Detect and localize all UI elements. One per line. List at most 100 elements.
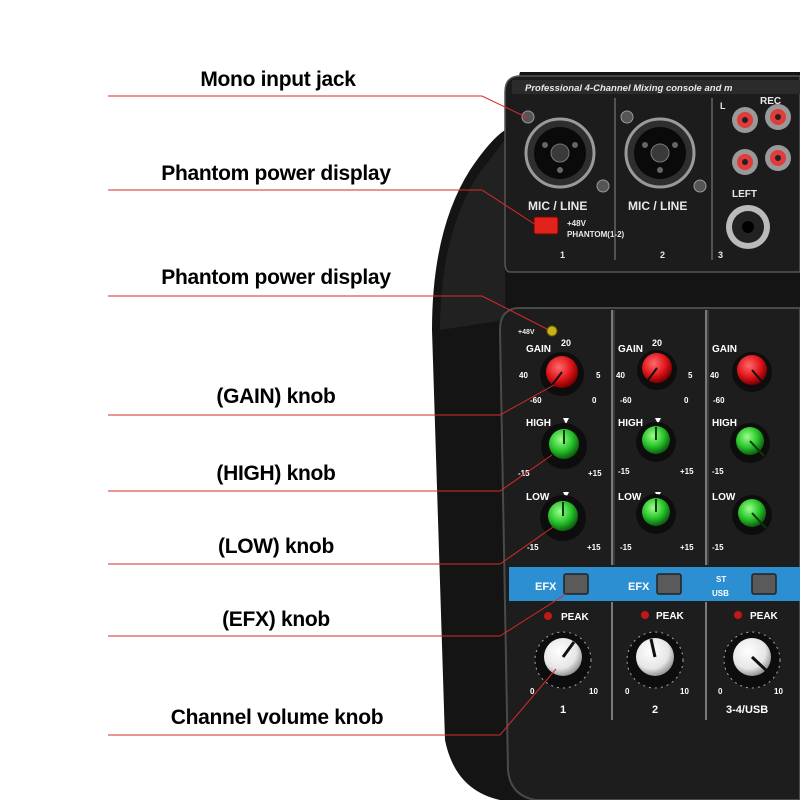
high-knob-2[interactable] [636,422,676,462]
gain-tick-left-3: 40 [710,371,719,380]
low-tick-left-1: -15 [527,543,539,552]
callout-line-7 [108,593,567,637]
low-tick-right-1: +15 [587,543,601,552]
channel-number-3: 3-4/USB [726,704,768,716]
phantom-switch[interactable] [533,216,559,235]
phantom-switch-label: +48V [567,219,587,228]
rec-label: REC [760,96,781,107]
volume-knob-3[interactable] [723,631,781,689]
st-label: ST [716,575,726,584]
xlr-jack-2[interactable] [624,117,696,189]
high-knob-3[interactable] [730,423,770,463]
high-label-2: HIGH [618,418,643,429]
high-tick-left-1: -15 [518,469,530,478]
callout-label-gain-knob: (GAIN) knob [216,385,336,408]
st-usb-button[interactable] [751,573,777,595]
low-label-3: LOW [712,492,736,503]
usb-label: USB [712,589,729,598]
jack-left-input[interactable] [726,205,770,249]
phantom-led-label: +48V [518,329,535,336]
callout-label-low-knob: (LOW) knob [218,535,334,558]
callout-line-2 [108,189,537,226]
channel-3-strip: GAIN 40 -60 HIGH -15 LOW -15 [710,344,772,552]
mic-line-label-1: MIC / LINE [528,199,587,213]
callout-label-phantom-power-led: Phantom power display [161,266,391,289]
vol-tick-right-2: 10 [680,687,689,696]
gain-tick-top-2: 20 [652,338,662,348]
xlr-jack-1[interactable] [524,117,596,189]
vol-tick-left-1: 0 [530,687,535,696]
low-label-1: LOW [526,492,550,503]
phantom-led [546,325,558,337]
high-tick-right-1: +15 [588,469,602,478]
rca-in-right[interactable] [765,145,791,171]
left-label: LEFT [732,189,757,200]
callout-line-1 [108,95,529,119]
gain-label-1: GAIN [526,344,551,355]
efx-button-2[interactable] [656,573,682,595]
input-number-3: 3 [718,250,723,260]
callout-line-6 [108,526,554,565]
phantom-switch-sub: PHANTOM(1-2) [567,230,625,239]
rca-rec-right[interactable] [765,104,791,130]
rca-rec-left[interactable] [732,107,758,133]
peak-led-1 [544,612,552,620]
gain-tick-left-2: 40 [616,371,625,380]
peak-led-3 [734,611,742,619]
high-label-1: HIGH [526,418,551,429]
low-tick-right-2: +15 [680,543,694,552]
gain-tick-bl-3: -60 [713,396,725,405]
rca-in-left[interactable] [732,149,758,175]
peak-label-3: PEAK [750,611,779,622]
channel-number-2: 2 [652,704,658,716]
callout-label-phantom-power-switch: Phantom power display [161,162,391,185]
peak-label-2: PEAK [656,611,685,622]
peak-led-2 [641,611,649,619]
volume-knob-1[interactable] [534,631,592,689]
callout-lines [108,95,567,736]
gain-knob-3[interactable] [732,352,772,392]
callout-line-8 [108,668,557,736]
callout-label-efx-knob: (EFX) knob [222,608,330,631]
vol-tick-left-3: 0 [718,687,723,696]
vol-tick-right-3: 10 [774,687,783,696]
gain-tick-br-1: 0 [592,396,597,405]
gain-tick-bl-2: -60 [620,396,632,405]
l-label: L [720,101,726,111]
input-number-1: 1 [560,250,565,260]
low-knob-3[interactable] [732,495,772,535]
channel-1-strip: GAIN 20 40 5 -60 0 HIGH -15 +15 LOW -15 … [518,338,602,552]
efx-button-1[interactable] [563,573,589,595]
high-tick-left-2: -15 [618,467,630,476]
callout-line-4 [108,384,555,416]
vol-tick-right-1: 10 [589,687,598,696]
callout-label-channel-volume-knob: Channel volume knob [170,706,384,729]
callout-line-5 [108,454,553,492]
gain-label-2: GAIN [618,344,643,355]
gain-tick-right-1: 5 [596,371,601,380]
efx-label-2: EFX [628,581,650,593]
high-tick-left-3: -15 [712,467,724,476]
high-knob-1[interactable] [541,423,587,469]
gain-tick-top-1: 20 [561,338,571,348]
gain-knob-1[interactable] [540,352,584,396]
mic-line-label-2: MIC / LINE [628,199,687,213]
channel-2-strip: GAIN 20 40 5 -60 0 HIGH -15 +15 LOW -15 … [616,338,694,552]
low-tick-left-3: -15 [712,543,724,552]
low-knob-2[interactable] [636,494,676,534]
low-label-2: LOW [618,492,642,503]
peak-label-1: PEAK [561,612,590,623]
callout-label-mono-input-jack: Mono input jack [200,68,356,91]
callout-label-high-knob: (HIGH) knob [216,462,336,485]
channel-number-1: 1 [560,704,566,716]
gain-knob-2[interactable] [637,350,677,390]
low-knob-1[interactable] [540,495,586,541]
input-number-2: 2 [660,250,665,260]
high-label-3: HIGH [712,418,737,429]
gain-label-3: GAIN [712,344,737,355]
gain-tick-bl-1: -60 [530,396,542,405]
volume-knob-2[interactable] [626,631,684,689]
efx-label-1: EFX [535,581,557,593]
vol-tick-left-2: 0 [625,687,630,696]
